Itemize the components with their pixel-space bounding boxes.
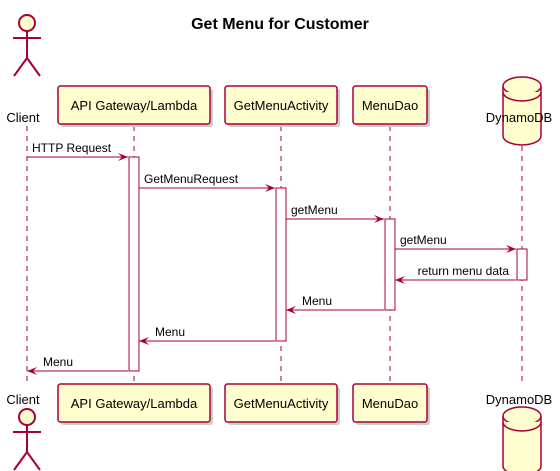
message-arrowhead-2 xyxy=(265,184,275,192)
api-label-top: API Gateway/Lambda xyxy=(71,98,198,113)
dao-box-top xyxy=(352,85,428,125)
message-label-6: Menu xyxy=(302,294,332,308)
message-arrowhead-8 xyxy=(27,367,37,375)
message-label-8: Menu xyxy=(43,355,73,369)
activation-bar-activity xyxy=(275,187,287,342)
diagram-title: Get Menu for Customer xyxy=(191,16,369,33)
message-arrowhead-6 xyxy=(286,306,296,314)
activity-box-top xyxy=(224,85,338,125)
message-arrowhead-7 xyxy=(139,337,149,345)
message-label-7: Menu xyxy=(155,325,185,339)
client-actor-head-bottom xyxy=(18,408,36,426)
message-arrowhead-4 xyxy=(506,245,516,253)
dao-box-bottom xyxy=(352,383,428,423)
client-label-bottom: Client xyxy=(6,392,40,407)
message-arrowhead-5 xyxy=(395,276,405,284)
activation-bar-api xyxy=(128,156,140,372)
message-arrowhead-3 xyxy=(374,215,384,223)
message-label-1: HTTP Request xyxy=(32,141,112,155)
api-box-top xyxy=(57,85,211,125)
db-database-ring-bottom xyxy=(502,421,542,432)
dynamodb-label-top: DynamoDB xyxy=(486,110,552,125)
message-arrowhead-1 xyxy=(118,153,128,161)
client-actor-body-bottom xyxy=(13,425,41,471)
api-box-bottom xyxy=(57,383,211,423)
activity-box-bottom xyxy=(224,383,338,423)
message-label-4: getMenu xyxy=(400,233,447,247)
message-label-5: return menu data xyxy=(418,264,510,278)
activity-label-bottom: GetMenuActivity xyxy=(234,396,329,411)
dao-label-bottom: MenuDao xyxy=(362,396,418,411)
db-database-ring-top xyxy=(502,91,542,102)
client-actor-body-top xyxy=(13,31,41,77)
api-label-bottom: API Gateway/Lambda xyxy=(71,396,198,411)
activation-bar-db xyxy=(516,248,528,281)
client-actor-head-top xyxy=(18,14,36,32)
dao-label-top: MenuDao xyxy=(362,98,418,113)
activation-bar-dao xyxy=(384,218,396,311)
message-label-2: GetMenuRequest xyxy=(144,172,239,186)
message-label-3: getMenu xyxy=(291,203,338,217)
activity-label-top: GetMenuActivity xyxy=(234,98,329,113)
client-label-top: Client xyxy=(6,110,40,125)
dynamodb-label-bottom: DynamoDB xyxy=(486,392,552,407)
